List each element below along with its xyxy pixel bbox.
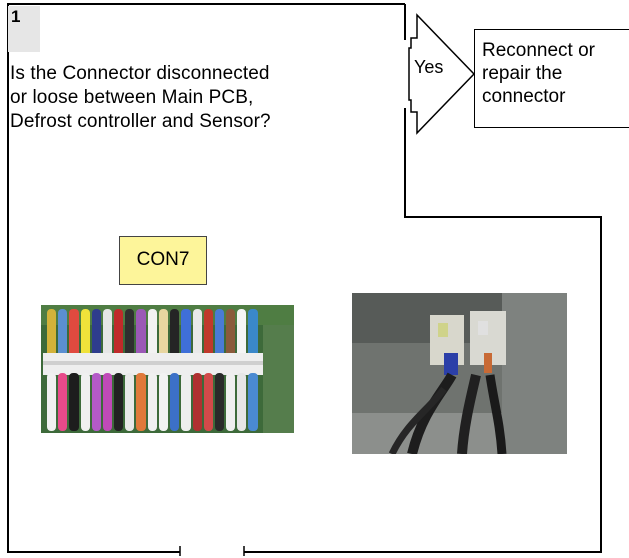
action-line: Reconnect or (482, 40, 596, 61)
yes-label: Yes (414, 57, 444, 77)
yes-arrow (408, 13, 476, 135)
step-number: 1 (11, 7, 21, 26)
connector-label: CON7 (119, 236, 207, 285)
decision-question: Is the Connector disconnected or loose b… (10, 62, 390, 134)
step-number-badge: 1 (8, 6, 40, 52)
action-line: repair the (482, 63, 563, 84)
action-box: Reconnect or repair the connector (474, 29, 629, 128)
connector-wiring-photo (41, 305, 294, 433)
sensor-connector-image (352, 293, 567, 454)
question-line: Is the Connector disconnected (10, 63, 270, 84)
question-line: Defrost controller and Sensor? (10, 111, 271, 132)
question-box-border-lower (244, 108, 602, 553)
sensor-connector-photo (352, 293, 567, 454)
action-line: connector (482, 86, 566, 107)
connector-wiring-image (41, 305, 294, 433)
question-line: or loose between Main PCB, (10, 87, 254, 108)
question-box-border (7, 3, 405, 553)
